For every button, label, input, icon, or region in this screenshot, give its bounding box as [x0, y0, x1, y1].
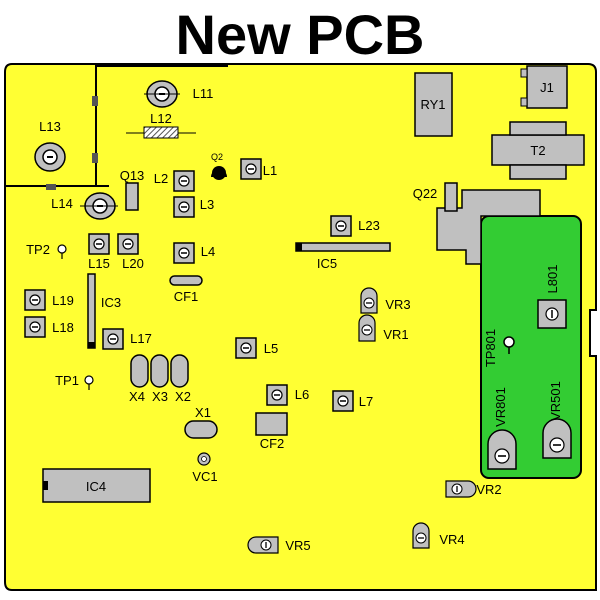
label-IC4: IC4 [86, 479, 106, 494]
coil-L801 [537, 299, 567, 329]
label-L2: L2 [154, 171, 168, 186]
label-L13: L13 [39, 119, 61, 134]
coil-L15 [88, 233, 110, 255]
label-VC1: VC1 [192, 469, 217, 484]
ic-IC5 [295, 242, 391, 252]
coil-L1 [240, 158, 262, 180]
coil-L20 [117, 233, 139, 255]
coil-L3 [173, 196, 195, 218]
trimmer-VR801 [487, 429, 517, 470]
label-VR3: VR3 [385, 297, 410, 312]
label-VR2: VR2 [476, 482, 501, 497]
filter-CF1 [169, 275, 203, 286]
label-VR801: VR801 [493, 387, 508, 427]
label-L801: L801 [545, 265, 560, 294]
ic-IC3 [87, 273, 96, 349]
label-X4: X4 [129, 389, 145, 404]
trimmer-VR1 [358, 314, 376, 342]
label-RY1: RY1 [420, 97, 445, 112]
relay-RY1 [414, 72, 453, 137]
testpoint-TP2 [57, 244, 67, 254]
ic-IC4 [42, 468, 151, 503]
connector-J1 [526, 65, 568, 109]
label-L14: L14 [51, 196, 73, 211]
label-L4: L4 [201, 244, 215, 259]
label-L3: L3 [200, 197, 214, 212]
label-Q13: Q13 [120, 168, 145, 183]
coil-L5 [235, 337, 257, 359]
label-L18: L18 [52, 320, 74, 335]
transformer-T2 [491, 134, 585, 166]
label-Q22: Q22 [413, 186, 438, 201]
coil-L12 [143, 126, 179, 139]
label-VR5: VR5 [285, 538, 310, 553]
label-X3: X3 [152, 389, 168, 404]
label-IC5: IC5 [317, 256, 337, 271]
coil-L6 [266, 384, 288, 406]
label-L23: L23 [358, 218, 380, 233]
label-CF2: CF2 [260, 436, 285, 451]
filter-CF2 [255, 412, 288, 436]
crystal-X2 [170, 354, 189, 388]
trimmer-VR501 [542, 418, 572, 459]
diagram-title: New PCB [175, 3, 425, 66]
crystal-X3 [150, 354, 169, 388]
label-TP801: TP801 [483, 329, 498, 367]
label-T2: T2 [530, 143, 545, 158]
trimmer-VR4 [412, 522, 430, 549]
label-L6: L6 [295, 387, 309, 402]
crystal-X1 [184, 420, 218, 439]
trimmer-VR3 [360, 287, 378, 314]
label-X2: X2 [175, 389, 191, 404]
label-X1: X1 [195, 405, 211, 420]
label-Q2: Q2 [211, 152, 223, 162]
label-J1: J1 [540, 80, 554, 95]
testpoint-TP1 [84, 375, 94, 385]
coil-L23 [330, 215, 352, 237]
label-VR1: VR1 [383, 327, 408, 342]
label-VR4: VR4 [439, 532, 464, 547]
label-L17: L17 [130, 331, 152, 346]
label-L19: L19 [52, 293, 74, 308]
label-L11: L11 [193, 86, 214, 101]
trimmer-VR5 [247, 536, 279, 554]
trimmer-VR2 [445, 480, 477, 498]
crystal-X4 [130, 354, 149, 388]
coil-L19 [24, 289, 46, 311]
label-CF1: CF1 [174, 289, 199, 304]
label-VR501: VR501 [548, 381, 563, 421]
label-TP2: TP2 [26, 242, 50, 257]
coil-L4 [173, 242, 195, 264]
label-L5: L5 [264, 341, 278, 356]
label-L7: L7 [359, 394, 373, 409]
transistor-Q22 [444, 182, 458, 212]
transistor-Q13 [125, 182, 139, 211]
coil-L7 [332, 390, 354, 412]
coil-L2 [173, 170, 195, 192]
label-L15: L15 [88, 256, 110, 271]
label-TP1: TP1 [55, 373, 79, 388]
testpoint-TP801 [503, 336, 515, 348]
label-L20: L20 [122, 256, 144, 271]
coil-L18 [24, 316, 46, 338]
label-L12: L12 [150, 111, 172, 126]
coil-L17 [102, 328, 124, 350]
label-IC3: IC3 [101, 295, 121, 310]
label-L1: L1 [263, 163, 277, 178]
